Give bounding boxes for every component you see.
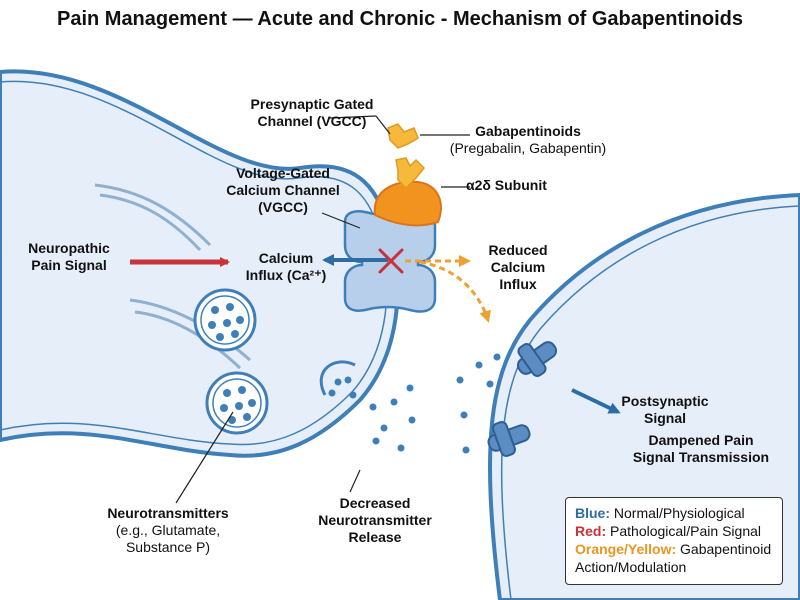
vesicle	[193, 288, 257, 352]
neurotransmitters-label: Neurotransmitters (e.g., Glutamate, Subs…	[107, 505, 229, 555]
a2d-subunit-shape	[373, 180, 442, 227]
reduced-influx-label: Reduced Calcium Influx	[488, 242, 548, 292]
fusing-vesicle	[319, 360, 356, 397]
presynaptic-channel-label: Presynaptic Gated Channel (VGCC)	[250, 96, 374, 129]
a2d-subunit-label: α2δ Subunit	[466, 177, 547, 193]
vgcc-label: Voltage-Gated Calcium Channel (VGCC)	[226, 165, 340, 215]
postsynaptic-signal-arrow	[571, 388, 621, 414]
leader-lines	[175, 115, 470, 504]
legend-orange: Orange/Yellow: Gabapentinoid	[575, 541, 772, 557]
legend-blue: Blue: Normal/Physiological	[575, 505, 745, 521]
postsynaptic-signal-label: Postsynaptic Signal	[621, 393, 709, 426]
legend: Blue: Normal/Physiological Red: Patholog…	[565, 497, 783, 585]
legend-orange-cont: Action/Modulation	[575, 559, 687, 575]
page-title: Pain Management — Acute and Chronic - Me…	[56, 8, 743, 30]
postsynaptic-receptor	[487, 421, 531, 457]
gabapentinoid-bound	[395, 157, 426, 190]
neuropathic-pain-label: Neuropathic Pain Signal	[28, 240, 110, 273]
vesicle	[205, 371, 269, 435]
legend-red: Red: Pathological/Pain Signal	[575, 523, 762, 539]
decreased-release-label: Decreased Neurotransmitter Release	[318, 495, 432, 545]
calcium-influx-label: Calcium Influx (Ca²⁺)	[245, 250, 327, 283]
dampened-signal-label: Dampened Pain Signal Transmission	[632, 432, 770, 465]
block-x-icon	[378, 248, 404, 274]
gabapentinoid-molecule	[387, 123, 419, 149]
reduced-influx-curve-arrow	[419, 260, 491, 323]
released-neurotransmitters	[349, 353, 501, 454]
gabapentinoids-label: Gabapentinoids (Pregabalin, Gabapentin)	[449, 123, 607, 156]
postsynaptic-receptor	[516, 341, 558, 377]
